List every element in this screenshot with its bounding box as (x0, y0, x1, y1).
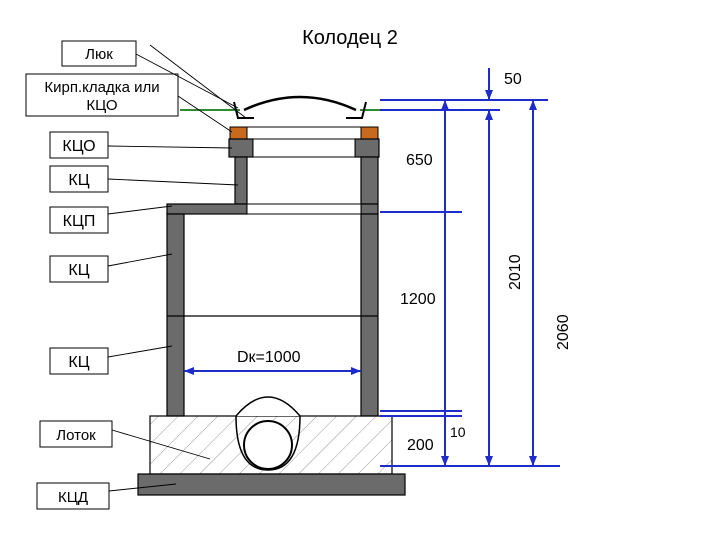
svg-text:КЦО: КЦО (62, 138, 95, 155)
neck-ring (234, 156, 379, 205)
brick-course (229, 126, 379, 140)
kcp-slab (166, 203, 379, 215)
leader-lines (107, 44, 247, 492)
hatch-lid (233, 95, 367, 119)
label-hatch: Люк (61, 40, 137, 67)
label-brick-line1: Кирп.кладка или (44, 79, 159, 96)
dim-10: 10 (450, 424, 466, 440)
label-kc-ring-upper: КЦ (49, 255, 109, 283)
svg-text:КЦП: КЦП (63, 213, 96, 230)
svg-text:Лоток: Лоток (56, 427, 96, 444)
tray-block (149, 396, 393, 475)
dim-650: 650 (406, 152, 433, 169)
label-kcp: КЦП (49, 206, 109, 234)
main-rings (166, 213, 379, 417)
svg-text:Люк: Люк (85, 46, 113, 63)
svg-text:КЦ: КЦ (68, 172, 89, 189)
label-brick-line2: КЦО (86, 97, 117, 114)
dimension-lines (184, 68, 560, 467)
kco-ring (228, 138, 380, 158)
dim-1200: 1200 (400, 291, 436, 308)
dim-diameter: Dк=1000 (237, 349, 301, 366)
label-kc-ring-lower: КЦ (49, 347, 109, 375)
label-brick: Кирп.кладка или КЦО (25, 73, 179, 117)
diagram-title: Колодец 2 (302, 27, 398, 49)
svg-text:КЦ: КЦ (68, 354, 89, 371)
base-slab (137, 473, 406, 496)
label-kcd: КЦД (36, 482, 110, 510)
dim-2060: 2060 (555, 314, 572, 350)
dim-50: 50 (504, 71, 522, 88)
label-kco: КЦО (49, 131, 109, 159)
dim-2010: 2010 (507, 254, 524, 290)
dimension-arrows (184, 90, 537, 466)
label-tray: Лоток (39, 420, 113, 448)
label-kc-neck: КЦ (49, 165, 109, 193)
svg-text:КЦ: КЦ (68, 262, 89, 279)
svg-text:КЦД: КЦД (58, 489, 88, 506)
dim-200: 200 (407, 437, 434, 454)
